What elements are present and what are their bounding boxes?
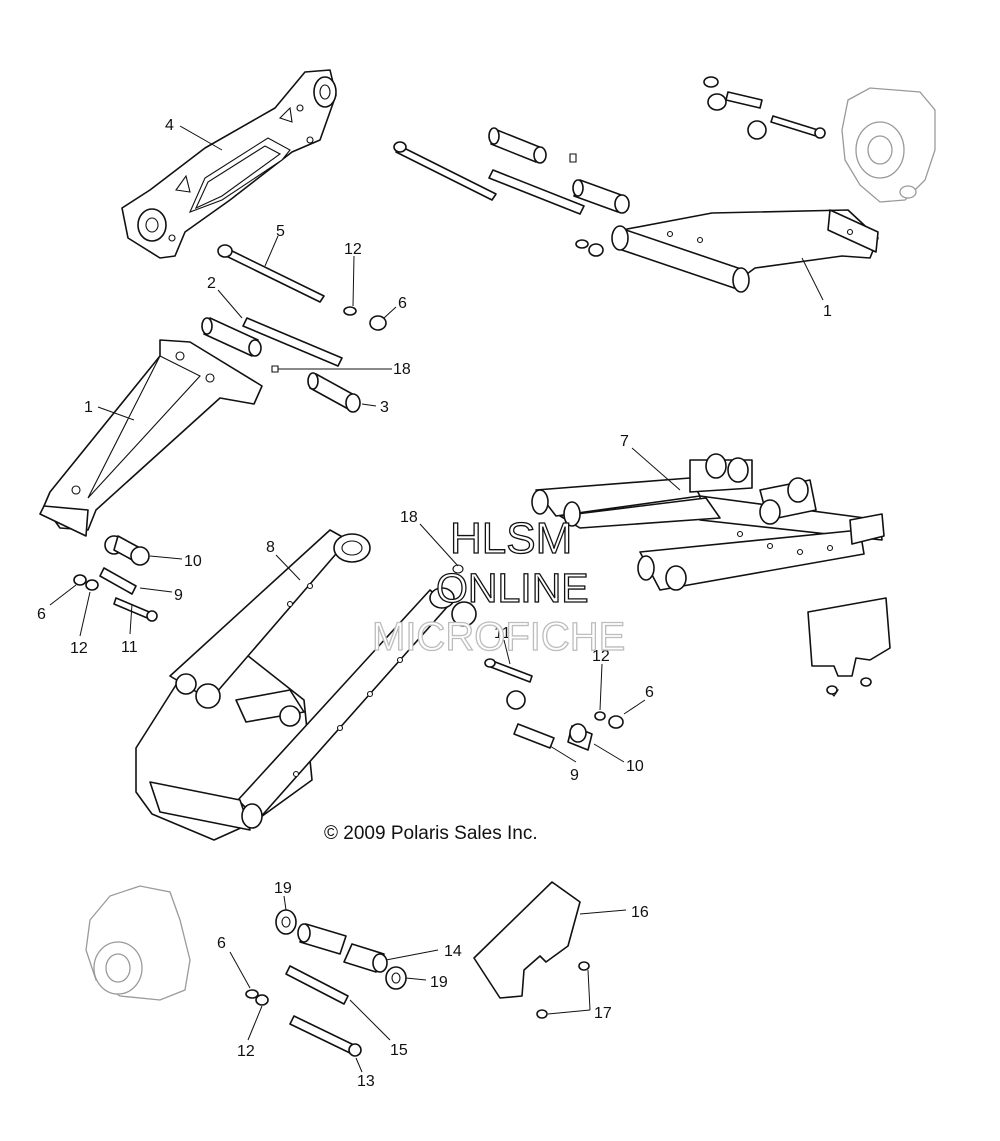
leader-lines [49, 125, 824, 1073]
hardware-left-stack [73, 535, 158, 622]
callout-13: 13 [357, 1073, 375, 1090]
callout-10-right: 10 [626, 758, 644, 775]
callout-11-left: 11 [121, 639, 138, 656]
callout-17: 17 [594, 1005, 612, 1022]
a-arm-upper-part-1-right [611, 209, 879, 293]
pin-part-2 [242, 317, 343, 367]
callout-15: 15 [390, 1042, 408, 1059]
callout-16: 16 [631, 904, 649, 921]
callout-6-left: 6 [37, 606, 46, 623]
callout-12: 12 [344, 241, 362, 258]
callout-1-left: 1 [84, 399, 93, 416]
callout-9-left: 9 [174, 587, 183, 604]
callout-11-right: 11 [494, 625, 511, 642]
long-bolt-top [393, 141, 497, 201]
callout-3: 3 [380, 399, 389, 416]
watermark-line-2: ONLINE [436, 565, 589, 611]
zerk-part-18-mid [271, 365, 279, 373]
watermark-line-3: MICROFICHE [372, 615, 625, 659]
callout-12-bottom: 12 [237, 1043, 255, 1060]
copyright-notice: © 2009 Polaris Sales Inc. [324, 823, 538, 844]
callout-19-top: 19 [274, 880, 292, 897]
long-bolt-part-5 [217, 244, 325, 303]
plate-right [807, 597, 891, 697]
callout-4: 4 [165, 117, 174, 134]
callout-1-right: 1 [823, 303, 832, 320]
callout-6: 6 [398, 295, 407, 312]
callout-5: 5 [276, 223, 285, 240]
hardware-bottom-stack [245, 909, 407, 1057]
nut-part-6-mid [369, 315, 387, 331]
callout-labels: 4 5 2 12 6 18 3 1 1 7 8 18 10 9 6 12 11 … [37, 117, 832, 1090]
washer-part-12-mid [343, 306, 357, 316]
knuckle-ghost-top [841, 87, 936, 203]
callout-10-left: 10 [184, 553, 202, 570]
hardware-top-right [703, 76, 826, 140]
callout-8: 8 [266, 539, 275, 556]
hardware-right-stack [484, 658, 624, 751]
rear-frame-part-7 [531, 453, 885, 591]
watermark: HLSM ONLINE MICROFICHE [371, 513, 626, 659]
callout-12-left: 12 [70, 640, 88, 657]
callout-18-arm: 18 [400, 509, 418, 526]
pin-top [488, 169, 585, 215]
mount-plate-part-4 [121, 69, 337, 259]
callout-14: 14 [444, 943, 462, 960]
callout-2: 2 [207, 275, 216, 292]
callout-12-right: 12 [592, 648, 610, 665]
zerk-part-18-arm [452, 564, 464, 574]
callout-9-right: 9 [570, 767, 579, 784]
callout-19-bottom: 19 [430, 974, 448, 991]
a-arm-lower-part-1-left [39, 339, 263, 537]
washer-nut-top-center [575, 239, 604, 257]
plate-part-16 [473, 881, 590, 1019]
callout-6-bottom: 6 [217, 935, 226, 952]
knuckle-ghost-bottom [85, 885, 191, 1001]
bushing-part-3 [307, 372, 361, 413]
callout-6-right: 6 [645, 684, 654, 701]
watermark-line-1: HLSM [450, 514, 572, 563]
bushing-top-b [572, 179, 630, 214]
bushing-top-a [488, 127, 547, 164]
callout-7: 7 [620, 433, 629, 450]
zerk-top [569, 153, 577, 163]
callout-18: 18 [393, 361, 411, 378]
bushing-mid-a [201, 317, 262, 357]
swing-arm-part-8 [135, 529, 477, 841]
